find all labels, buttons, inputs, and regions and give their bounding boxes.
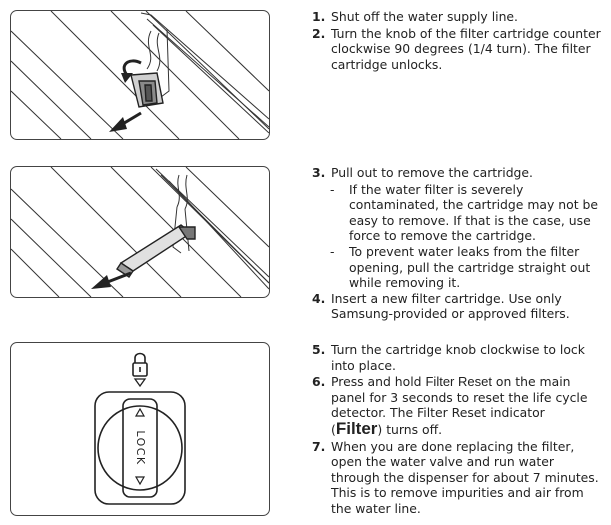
step-4: 4. Insert a new filter cartridge. Use on… xyxy=(312,291,602,322)
unlock-knob-drawing xyxy=(11,11,269,139)
step-text-before: Press and hold xyxy=(331,374,426,390)
step-text: Insert a new filter cartridge. Use only … xyxy=(331,290,570,322)
illustration-pull-cartridge xyxy=(10,166,270,298)
step-number: 1. xyxy=(312,9,326,24)
filter-indicator: Filter xyxy=(335,418,378,438)
step-number: 3. xyxy=(312,165,326,180)
step-text: Turn the cartridge knob clockwise to loc… xyxy=(331,342,585,373)
illustration-unlock-knob xyxy=(10,10,270,140)
step-text: Shut off the water supply line. xyxy=(331,9,518,24)
step-number: 4. xyxy=(312,290,326,306)
step-number: 5. xyxy=(312,342,326,357)
lock-knob-drawing: LOCK xyxy=(94,352,186,505)
filter-reset-button-label: Filter Reset xyxy=(425,374,492,390)
bullet-dash: - xyxy=(330,243,335,259)
step-2: 2. Turn the knob of the filter cartridge… xyxy=(312,26,602,73)
step-group-remove-knob: 1. Shut off the water supply line. 2. Tu… xyxy=(312,9,602,73)
bullet-dash: - xyxy=(330,181,335,197)
indicator-text: turns off. xyxy=(382,421,443,437)
step-3-bullet: - If the water filter is severely contam… xyxy=(312,182,602,244)
step-number: 7. xyxy=(312,438,326,454)
illustration-lock-knob: LOCK xyxy=(10,342,270,516)
step-5: 5. Turn the cartridge knob clockwise to … xyxy=(312,342,602,373)
step-3: 3. Pull out to remove the cartridge. xyxy=(312,165,602,181)
step-text: Pull out to remove the cartridge. xyxy=(331,165,533,180)
step-3-bullet: - To prevent water leaks from the filter… xyxy=(312,244,602,291)
bullet-text: If the water filter is severely contamin… xyxy=(349,181,598,244)
step-text: Turn the knob of the filter cartridge co… xyxy=(331,25,601,72)
step-text-after: on the main panel for 3 seconds to reset… xyxy=(331,374,588,421)
indicator-close: ) xyxy=(377,421,383,437)
lock-pointer-icon xyxy=(133,378,147,388)
bullet-text: To prevent water leaks from the filter o… xyxy=(349,243,591,291)
indicator-open: ( xyxy=(331,421,336,437)
step-6: 6. Press and hold Filter Reset on the ma… xyxy=(312,374,602,437)
step-number: 6. xyxy=(312,374,326,390)
padlock-icon xyxy=(132,352,148,377)
step-1: 1. Shut off the water supply line. xyxy=(312,9,602,25)
step-7: 7. When you are done replacing the filte… xyxy=(312,439,602,517)
pull-cartridge-drawing xyxy=(11,167,269,297)
step-group-lock-and-reset: 5. Turn the cartridge knob clockwise to … xyxy=(312,342,602,518)
step-group-replace-cartridge: 3. Pull out to remove the cartridge. - I… xyxy=(312,165,602,323)
step-number: 2. xyxy=(312,25,326,41)
step-text: When you are done replacing the filter, … xyxy=(331,438,599,516)
lock-label: LOCK xyxy=(134,430,147,465)
